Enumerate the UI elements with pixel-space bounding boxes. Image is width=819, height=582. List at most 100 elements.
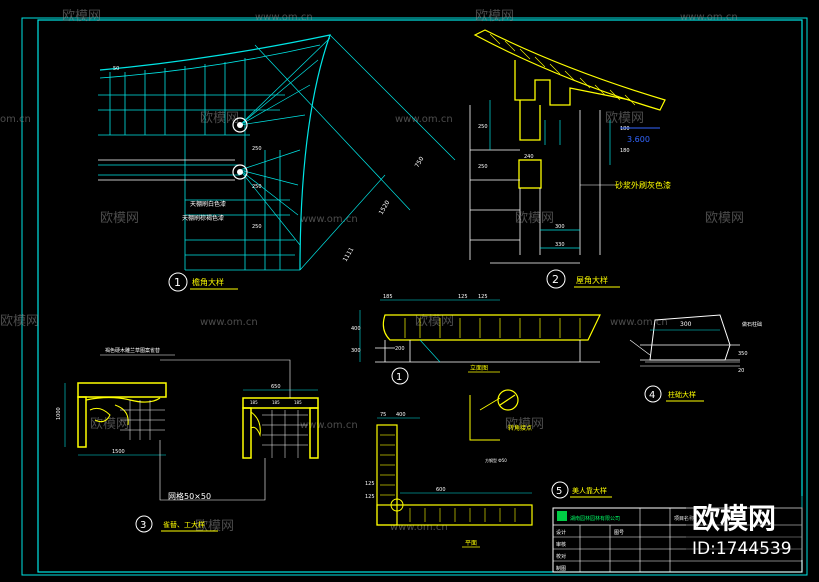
detail-roof-corner: 250 250 180 180 240 300 330 3.600 砂浆外刷灰色… bbox=[469, 29, 671, 289]
svg-text:300: 300 bbox=[555, 224, 565, 230]
wm-site-4: www.om.cn bbox=[395, 114, 453, 125]
bench-plan-horizontal bbox=[376, 504, 533, 526]
svg-text:400: 400 bbox=[351, 326, 361, 332]
wm-site-3: om.cn bbox=[0, 114, 31, 125]
roof-level-mark: 3.600 bbox=[627, 135, 650, 144]
title-block-company: 湖南园林园林有限公司 bbox=[570, 515, 620, 522]
wm-brand-large: 欧模网 bbox=[692, 502, 776, 535]
wm-site-7: www.om.cn bbox=[610, 317, 668, 328]
svg-text:300: 300 bbox=[351, 348, 361, 354]
svg-text:1: 1 bbox=[396, 372, 402, 383]
detail-5-marker bbox=[551, 481, 569, 499]
roof-tile-band bbox=[473, 29, 666, 111]
detail-3-marker bbox=[135, 515, 153, 533]
corner-node-circle bbox=[497, 389, 519, 411]
detail-3-title: 雀替、工大样 bbox=[163, 520, 205, 529]
watermark-layer: 欧模网 www.om.cn 欧模网 www.om.cn om.cn 欧模网 ww… bbox=[0, 9, 744, 534]
wm-brand-11: 欧模网 bbox=[505, 417, 544, 432]
brand-watermark-large: 欧模网 ID:1744539 bbox=[686, 496, 804, 560]
eave-node-1 bbox=[232, 117, 248, 133]
svg-text:设计: 设计 bbox=[556, 529, 566, 536]
roof-column-block bbox=[518, 159, 542, 189]
svg-text:600: 600 bbox=[436, 487, 446, 493]
note-carved-bracket: 褐色硬木雕兰草图案雀替 bbox=[105, 347, 160, 354]
wm-brand-12: 欧模网 bbox=[195, 519, 234, 534]
svg-text:250: 250 bbox=[478, 164, 488, 170]
svg-text:项目名称: 项目名称 bbox=[674, 515, 694, 522]
dim-eave-750: 750 bbox=[414, 155, 426, 169]
note-mortar-gray: 砂浆外刷灰色漆 bbox=[615, 180, 671, 190]
note-ceiling-brown: 天棚刷棕褐色漆 bbox=[182, 214, 224, 222]
svg-text:180: 180 bbox=[620, 148, 630, 154]
svg-text:250: 250 bbox=[252, 184, 262, 190]
detail-4-marker bbox=[644, 385, 662, 403]
detail-2-marker bbox=[546, 269, 566, 289]
svg-text:1500: 1500 bbox=[112, 449, 125, 455]
column-base-outline bbox=[649, 314, 731, 361]
svg-text:图号: 图号 bbox=[614, 530, 624, 536]
note-grid-50x50: 网格50×50 bbox=[168, 491, 211, 501]
wm-site-2: www.om.cn bbox=[680, 12, 738, 23]
detail-brackets: 褐色硬木雕兰草图案雀替 1000 1500 650 185 185 bbox=[56, 347, 319, 533]
corner-node-label: 转角接点 bbox=[508, 424, 532, 432]
plan-label: 平面 bbox=[465, 540, 477, 547]
svg-text:1000: 1000 bbox=[56, 407, 62, 420]
detail-5-title: 美人靠大样 bbox=[572, 486, 607, 495]
svg-text:75: 75 bbox=[380, 412, 386, 418]
wm-site-5: www.om.cn bbox=[300, 214, 358, 225]
svg-text:125: 125 bbox=[365, 494, 375, 500]
dim-base-300: 300 bbox=[680, 321, 692, 328]
detail-column-base: 300 做石柱础 350 20 4 柱础大样 bbox=[629, 314, 762, 403]
svg-text:200: 200 bbox=[395, 346, 405, 352]
svg-text:250: 250 bbox=[252, 146, 262, 152]
svg-text:4: 4 bbox=[649, 390, 655, 401]
svg-text:1: 1 bbox=[174, 276, 181, 289]
svg-text:240: 240 bbox=[524, 154, 534, 160]
wm-brand-4: 欧模网 bbox=[605, 111, 644, 126]
svg-text:185: 185 bbox=[250, 400, 258, 405]
title-block: 湖南园林园林有限公司 设计 审核 校对 制图 图号 项目名称 bbox=[552, 507, 803, 573]
bracket-1-beam bbox=[77, 382, 167, 398]
bracket-2-beam bbox=[242, 397, 319, 409]
svg-text:125: 125 bbox=[365, 481, 375, 487]
wm-brand-6: 欧模网 bbox=[515, 211, 554, 226]
note-ceiling-white: 天棚刷白色漆 bbox=[190, 200, 226, 208]
svg-text:制图: 制图 bbox=[556, 565, 566, 572]
wm-brand-1: 欧模网 bbox=[62, 9, 101, 24]
wm-site-6: www.om.cn bbox=[200, 317, 258, 328]
drawing-frame-inner bbox=[37, 19, 803, 573]
detail-2-title: 屋角大样 bbox=[576, 275, 608, 285]
detail-1-title: 檐角大样 bbox=[192, 277, 224, 287]
svg-text:5: 5 bbox=[556, 486, 562, 497]
drawing-frame-outer bbox=[21, 17, 808, 576]
elevation-marker bbox=[391, 367, 409, 385]
elevation-label: 立面图 bbox=[470, 364, 488, 372]
corner-node-note: 方钢型 Ф50 bbox=[485, 457, 507, 463]
svg-text:350: 350 bbox=[738, 351, 748, 357]
wm-id-label: ID:1744539 bbox=[692, 539, 792, 559]
svg-text:180: 180 bbox=[620, 126, 630, 132]
svg-text:2: 2 bbox=[552, 273, 559, 286]
eave-node-2 bbox=[232, 164, 248, 180]
svg-text:250: 250 bbox=[478, 124, 488, 130]
wm-brand-3: 欧模网 bbox=[200, 111, 239, 126]
svg-text:185: 185 bbox=[272, 400, 280, 405]
wm-brand-10: 欧模网 bbox=[90, 417, 129, 432]
svg-text:330: 330 bbox=[555, 242, 565, 248]
svg-text:250: 250 bbox=[252, 224, 262, 230]
wm-brand-9: 欧模网 bbox=[415, 314, 454, 329]
svg-text:3: 3 bbox=[140, 520, 146, 531]
wm-site-1: www.om.cn bbox=[255, 12, 313, 23]
wm-site-9: www.om.cn bbox=[390, 522, 448, 533]
detail-1-marker bbox=[168, 272, 188, 292]
dim-elev-185: 185 bbox=[383, 294, 393, 300]
svg-text:400: 400 bbox=[396, 412, 406, 418]
wm-brand-8: 欧模网 bbox=[0, 314, 39, 329]
dim-eave-50: 50 bbox=[113, 66, 119, 72]
wm-brand-7: 欧模网 bbox=[705, 211, 744, 226]
wm-site-8: www.om.cn bbox=[300, 420, 358, 431]
svg-text:125: 125 bbox=[478, 294, 488, 300]
company-logo-mark bbox=[557, 511, 567, 521]
